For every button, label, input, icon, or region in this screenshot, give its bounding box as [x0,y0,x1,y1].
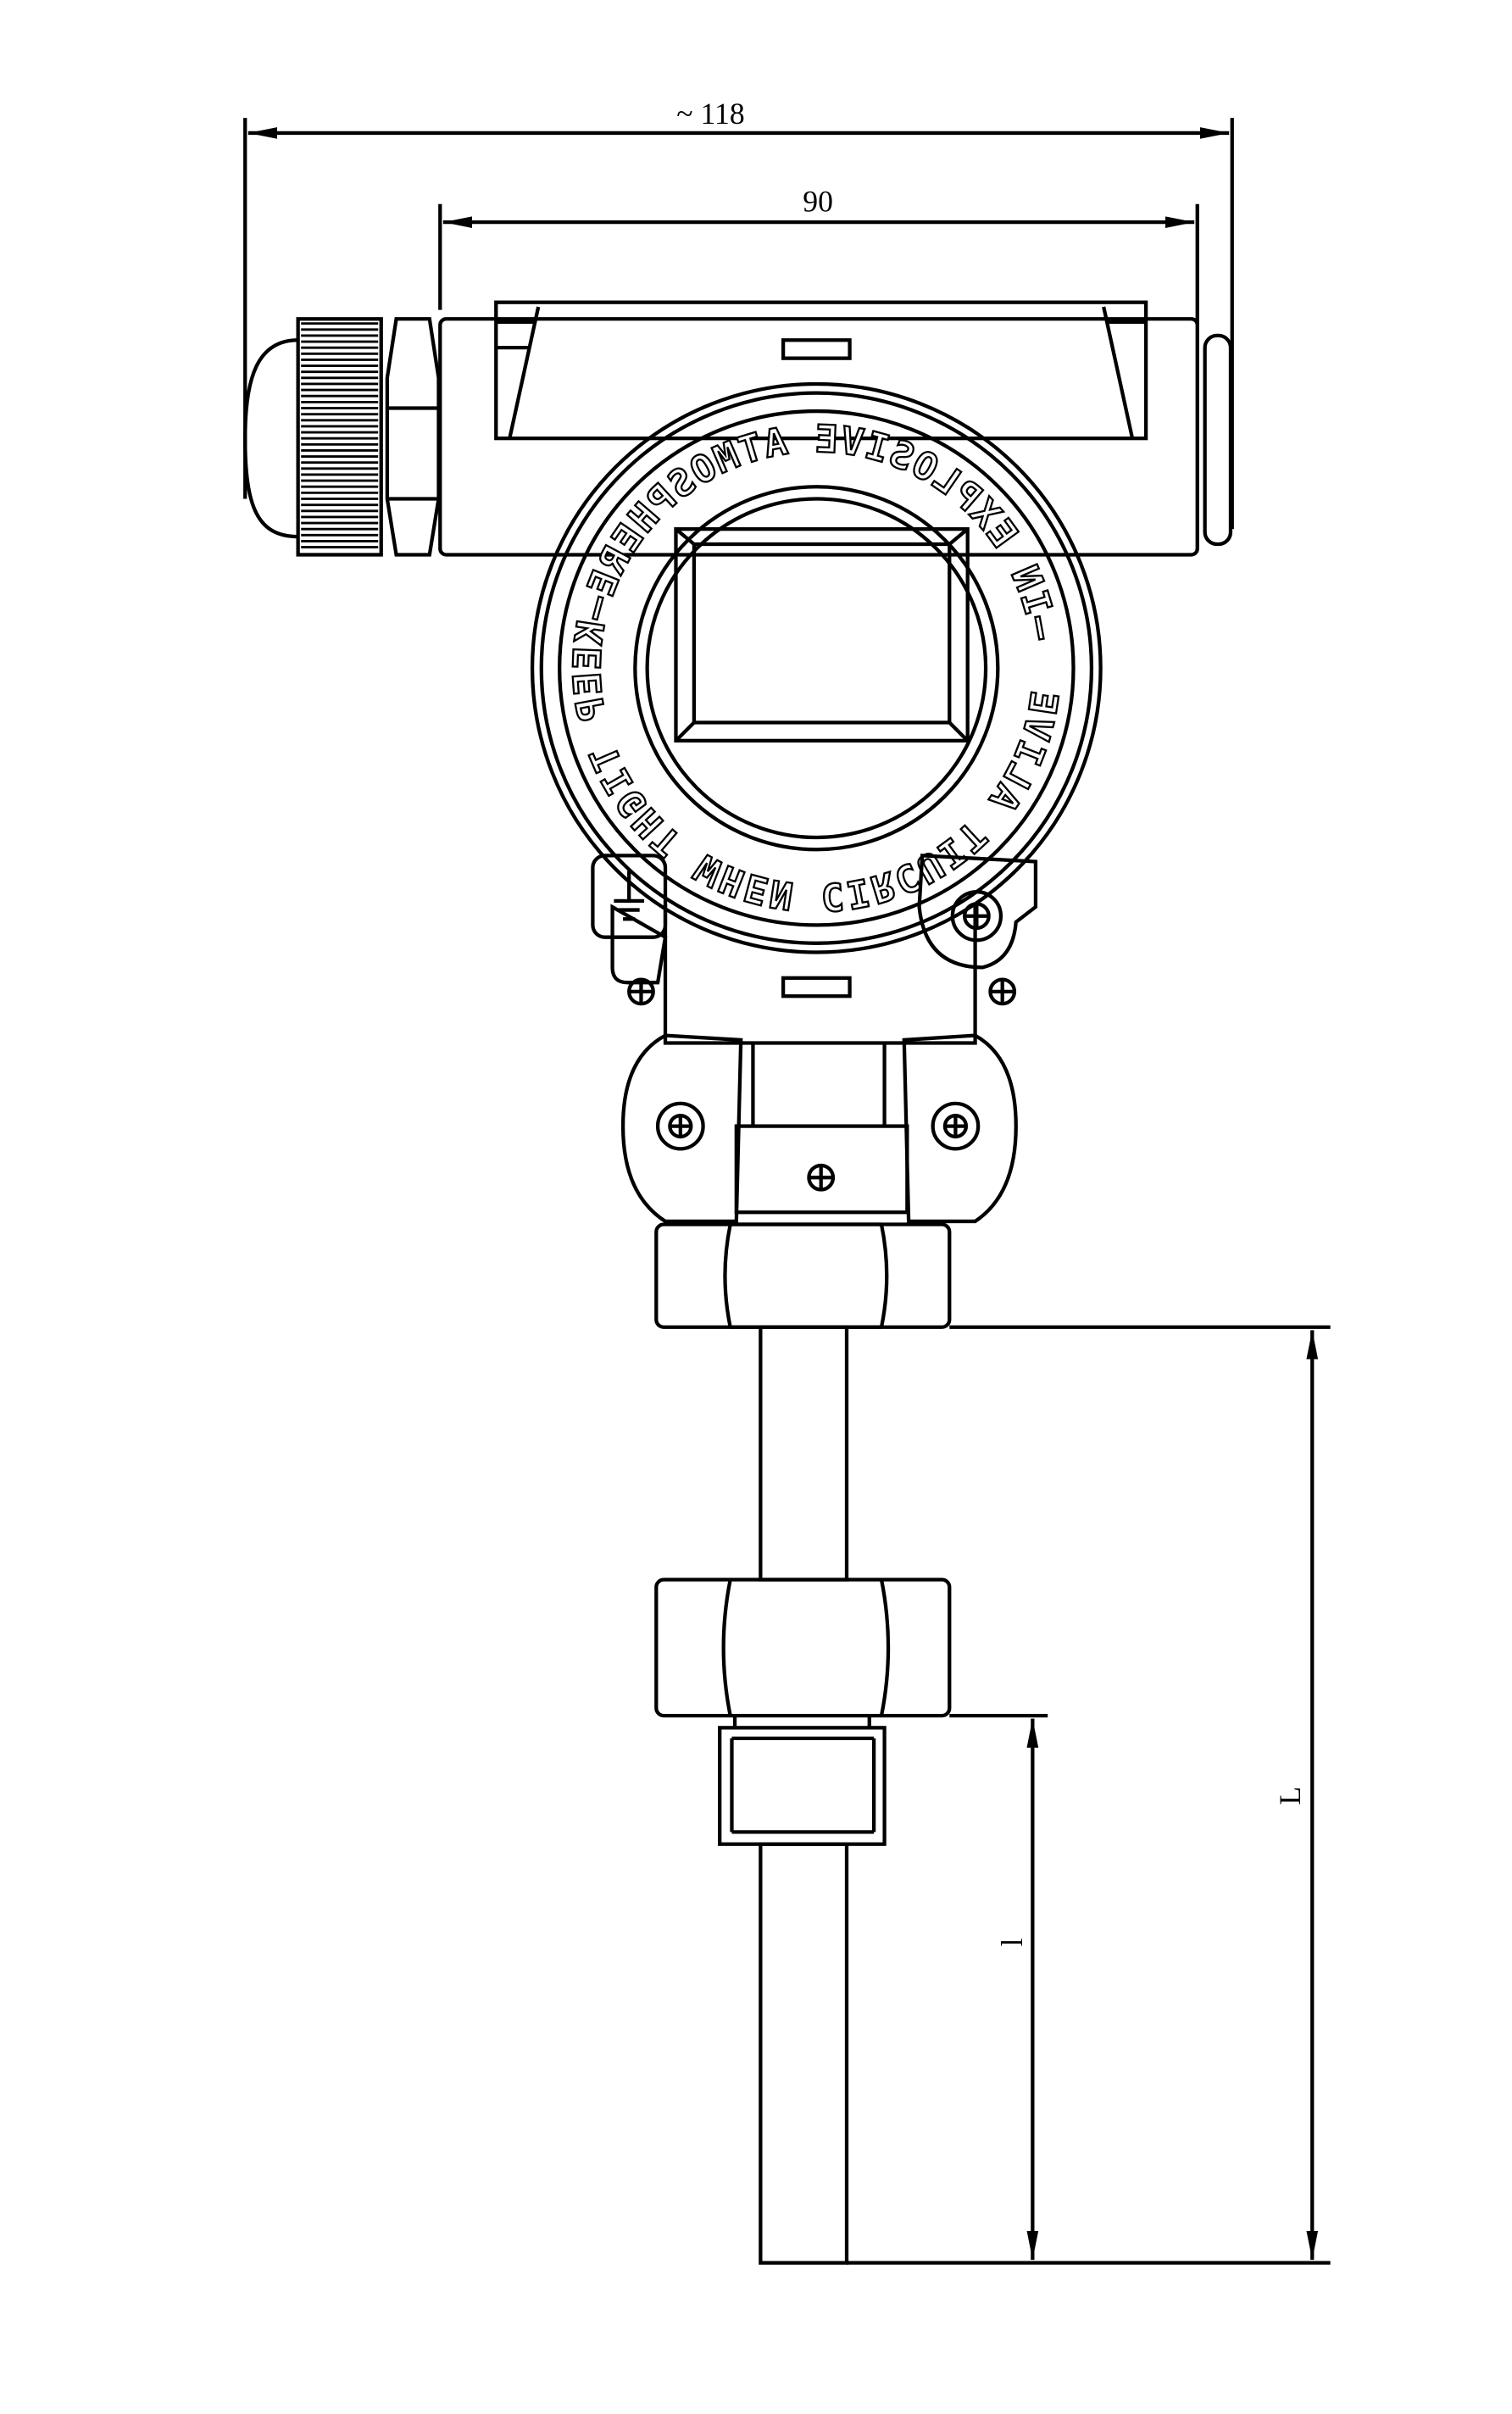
dimension-label-l: l [995,1938,1029,1947]
dimension-label-90: 90 [803,185,833,219]
lower-lugs [620,1033,1018,1224]
housing-neck [591,854,1038,1045]
dimension-total-length: L [847,1325,1331,2265]
dimension-label-L: L [1273,1787,1307,1805]
threaded-fitting [718,1716,887,1846]
dimension-housing-width: 90 [438,185,1199,325]
plug [1203,333,1233,547]
probe-tube-upper [759,1325,849,1582]
lower-hex-nut [654,1577,952,1718]
probe-tube-lower [759,1842,849,2265]
dimension-insertion-length: l [949,1713,1048,2261]
cable-gland [243,317,441,557]
cover-warning-text: —IN EXPLOSIVE ATMOSPHERE—KEEP TIGHT WHEN… [565,417,1066,920]
dimension-label-118: ~ 118 [676,97,744,131]
ground-icon [614,870,645,921]
upper-hex-nut [654,1222,952,1329]
